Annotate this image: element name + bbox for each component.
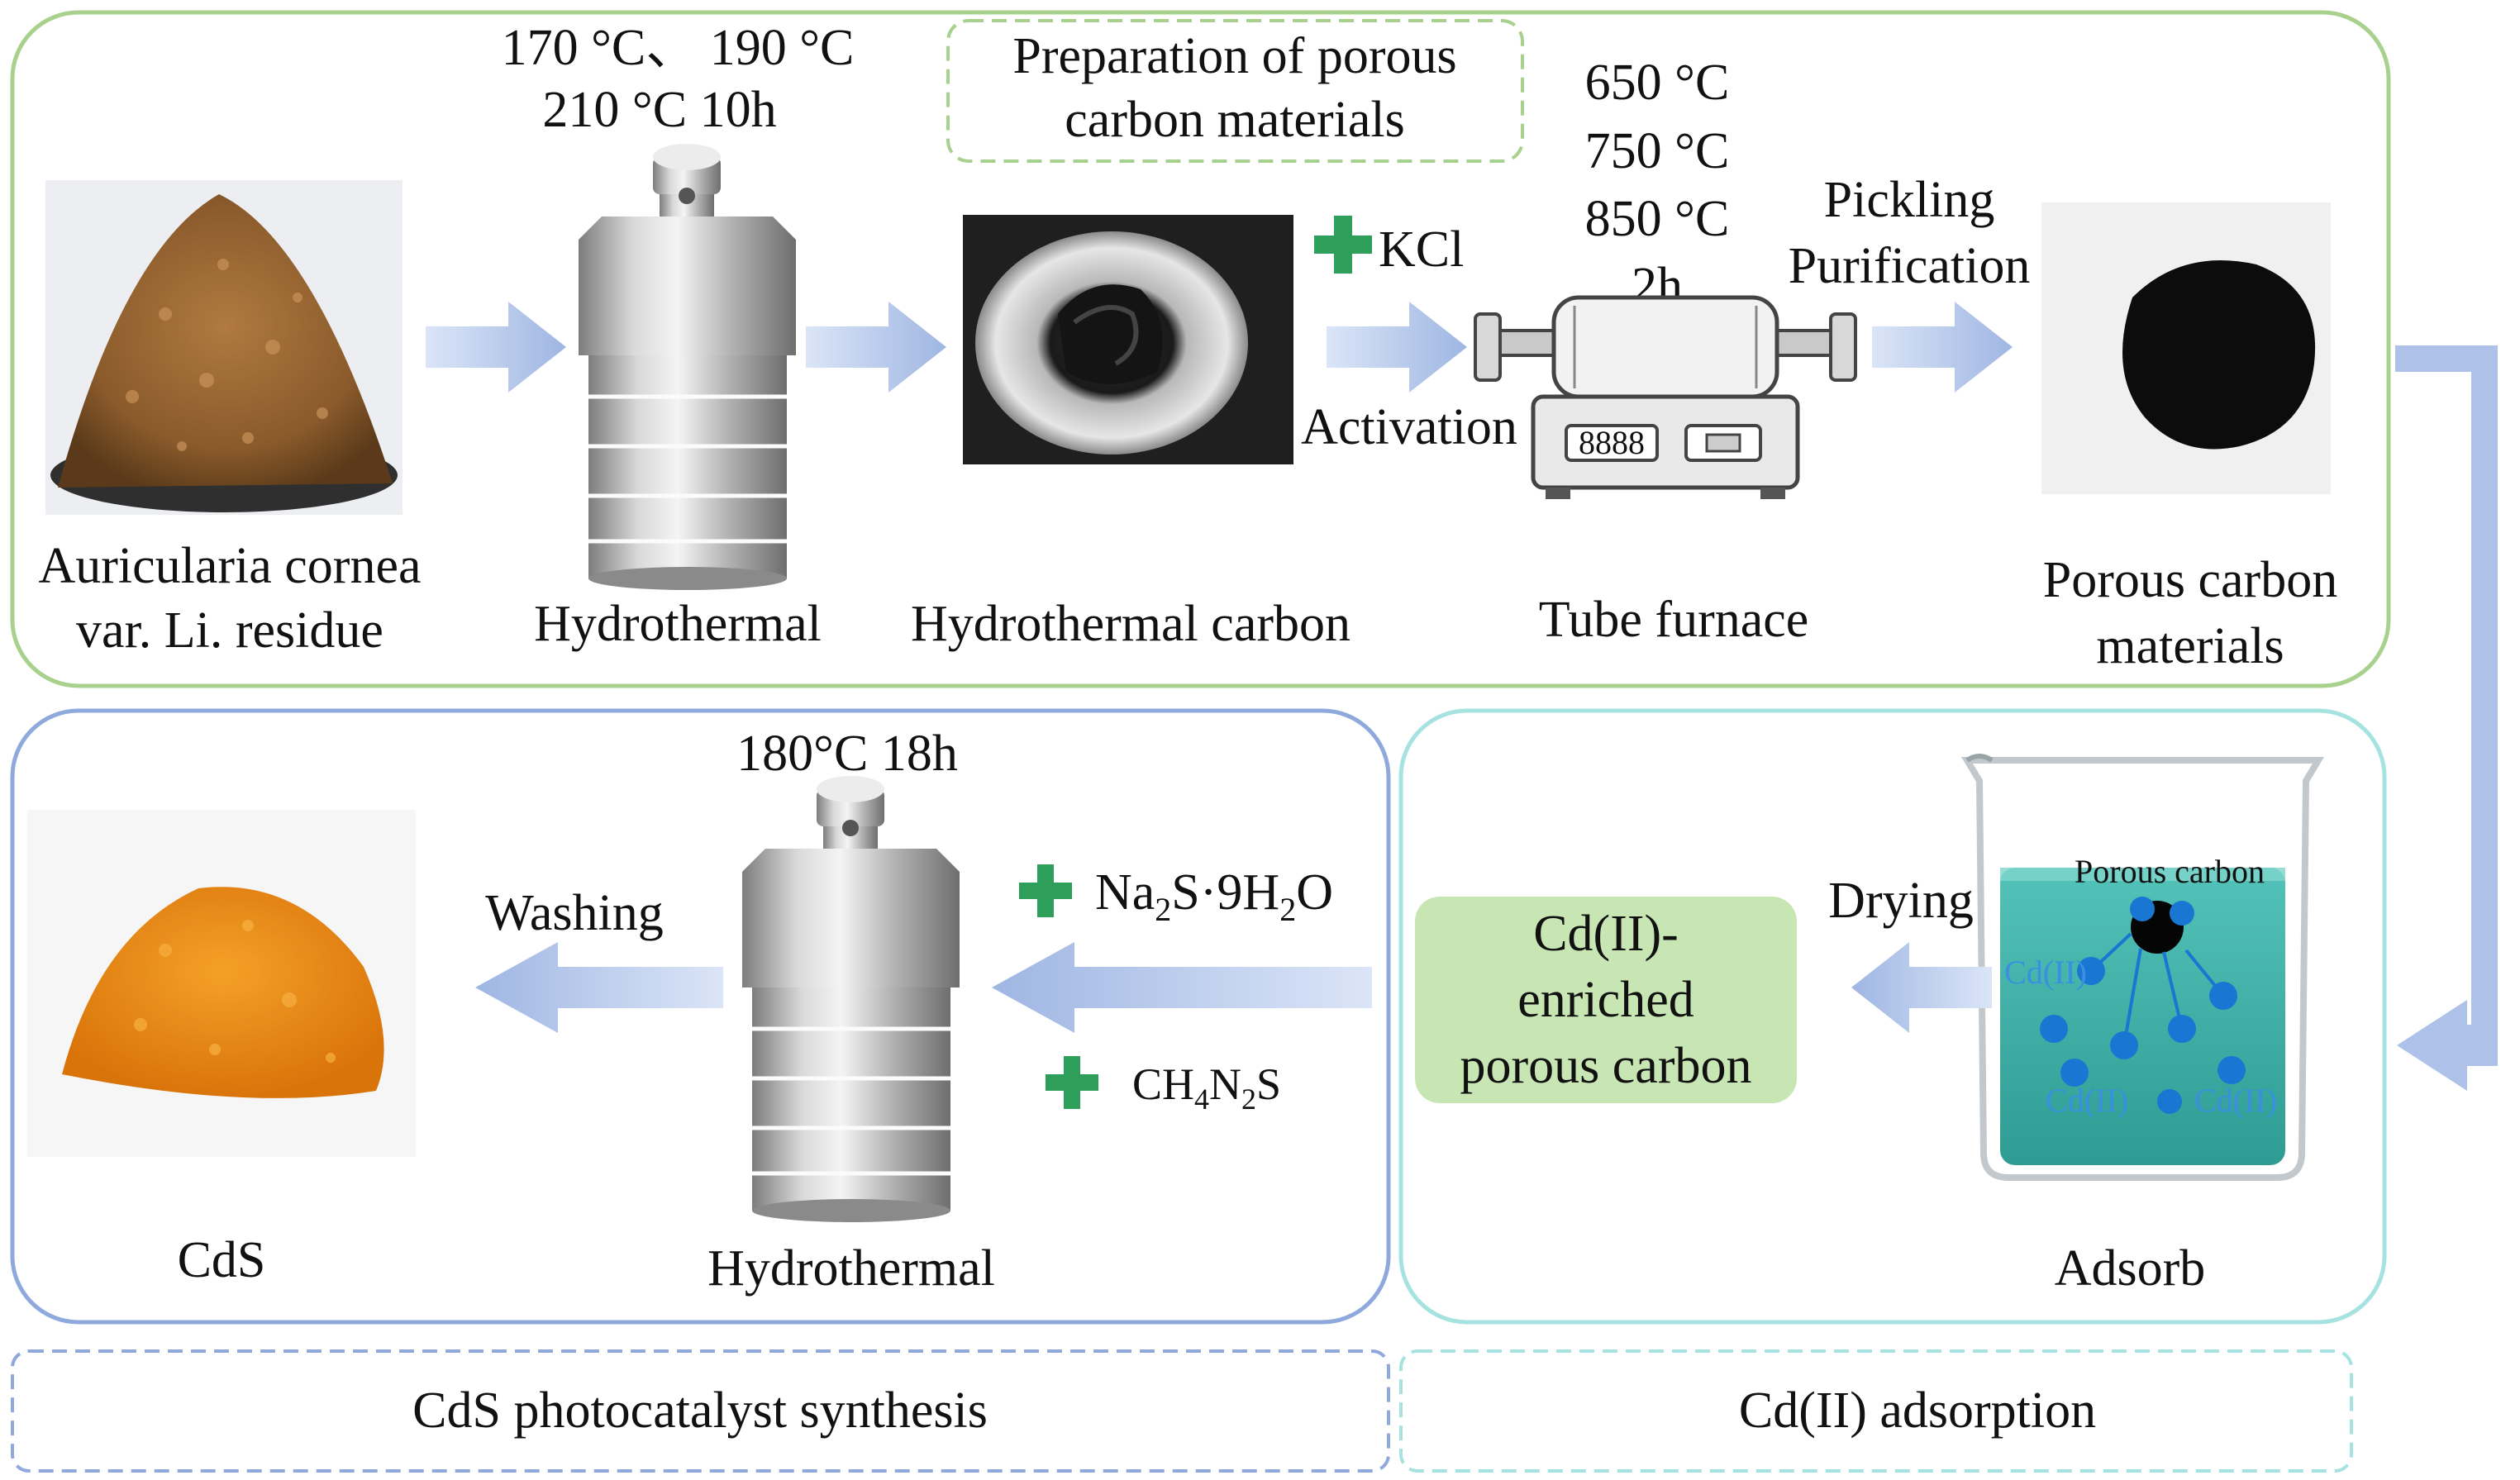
residue-photo [45,180,403,515]
flow-arrow [1851,942,1992,1033]
bottom-right-caption-box [1399,1349,2353,1473]
ion-label-3: Cd(II) [2194,1082,2277,1119]
cds-powder-photo [27,810,416,1157]
flow-arrow [426,302,566,393]
hydro-conditions-line2: 210 °C 10h [542,82,776,138]
enriched-label-line1: Cd(II)- [1533,906,1679,962]
flow-arrow [1872,302,2013,393]
hydro-label-top: Hydrothermal [534,596,822,652]
washing-label: Washing [485,885,663,941]
autoclave-icon [579,144,796,590]
furnace-condition-3: 850 °C [1585,191,1730,247]
adsorb-label: Adsorb [2055,1240,2206,1297]
enriched-carbon-box [1415,897,1797,1103]
beaker-icon [1960,754,2325,1181]
ion-label-2: Cd(II) [2046,1082,2128,1119]
top-title-line2: carbon materials [1065,92,1404,148]
furnace-label: Tube furnace [1539,592,1809,648]
hydro-carbon-photo [963,215,1293,464]
drying-label: Drying [1828,873,1974,929]
reagent-thiourea: CH4N2S [1132,1059,1281,1116]
flow-arrow [992,942,1372,1033]
porous-label-line2: materials [2096,618,2284,674]
plus-icon [1019,864,1072,917]
pickling-label-line1: Pickling [1824,172,1995,228]
enriched-label-line3: porous carbon [1460,1038,1752,1094]
cds-label: CdS [178,1232,266,1288]
residue-label-line2: var. Li. residue [76,602,383,659]
connector-arrow [2395,345,2498,1091]
hydro-carbon-label: Hydrothermal carbon [911,596,1351,652]
bottom-left-caption-box [11,1349,1390,1473]
porous-label-line1: Porous carbon [2043,552,2337,608]
flow-arrow [475,942,723,1033]
migration-arrows [2089,932,2225,1046]
hydro-conditions-bottom: 180°C 18h [736,726,958,782]
tube-furnace-icon: 8888 [1474,295,1857,499]
top-title-box [946,19,1524,163]
furnace-condition-1: 650 °C [1585,55,1730,111]
furnace-display: 8888 [1579,424,1645,461]
top-title-line1: Preparation of porous [1012,28,1456,84]
residue-label-line1: Auricularia cornea [38,538,421,594]
ion-label-1: Cd(II) [2004,954,2087,991]
kcl-label: KCl [1379,221,1464,278]
porous-carbon-tag: Porous carbon [2075,853,2265,890]
plus-icon [1314,216,1372,274]
bottom-right-section-frame [1398,708,2387,1325]
furnace-condition-2: 750 °C [1585,123,1730,179]
flow-arrow [806,302,946,393]
porous-carbon-photo [2041,202,2331,494]
enriched-label-line2: enriched [1517,972,1693,1028]
bottom-left-section-frame [10,708,1391,1325]
bottom-right-caption: Cd(II) adsorption [1739,1382,2096,1439]
hydro-conditions-line1: 170 °C、 190 °C [502,20,855,76]
plus-icon [1046,1056,1098,1109]
autoclave-icon [742,776,960,1222]
hydro-label-bottom: Hydrothermal [707,1240,995,1297]
flow-arrow [1327,302,1467,393]
reagent-na2s: Na2S·9H2O [1095,864,1333,928]
bottom-left-caption: CdS photocatalyst synthesis [412,1382,988,1439]
activation-label: Activation [1301,399,1517,455]
pickling-label-line2: Purification [1789,238,2031,294]
top-section-frame [10,10,2391,688]
